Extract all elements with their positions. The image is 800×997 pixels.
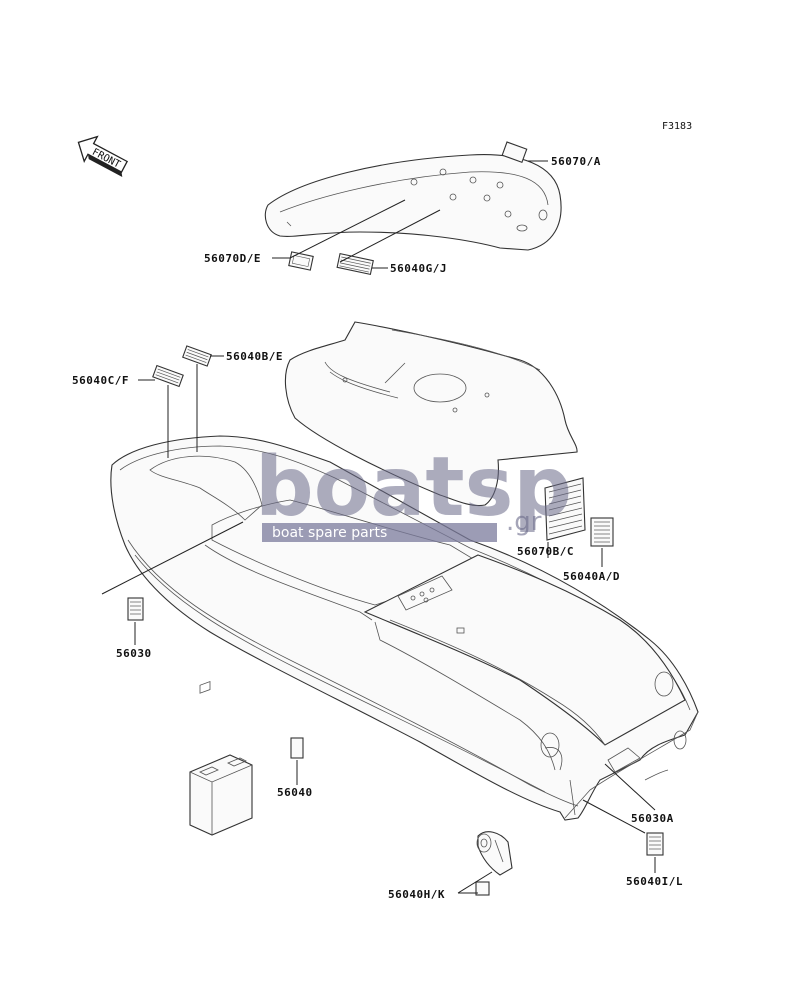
callout-56070a: 56070/A — [551, 155, 601, 168]
watermark-tagline-bar — [262, 523, 497, 542]
figure-code: F3183 — [662, 121, 692, 132]
decal-56030 — [127, 597, 144, 621]
decal-56040 — [290, 737, 304, 759]
watermark: boatsp .gr boat spare parts — [255, 440, 572, 542]
callout-56040gj: 56040G/J — [390, 262, 447, 275]
decal-56040hk — [475, 881, 490, 896]
grip-part — [476, 831, 513, 876]
front-storage-lid-part — [284, 321, 578, 507]
watermark-brand: boatsp — [255, 440, 572, 535]
decal-56040cf — [152, 364, 184, 388]
callout-56070bc: 56070B/C — [517, 545, 574, 558]
watermark-tagline: boat spare parts — [272, 525, 387, 541]
callout-56040: 56040 — [277, 786, 313, 799]
decal-56040gj — [336, 252, 374, 276]
hose-part — [644, 769, 669, 781]
watermark-tld: .gr — [506, 507, 542, 537]
decal-56040ad — [590, 517, 614, 547]
callout-56040ad: 56040A/D — [563, 570, 620, 583]
decal-56070bc — [544, 477, 586, 541]
callout-56040il: 56040I/L — [626, 875, 683, 888]
callout-56030a: 56030A — [631, 812, 674, 825]
callout-56040cf: 56040C/F — [72, 374, 129, 387]
decal-56070a — [501, 141, 528, 164]
decal-56070de — [288, 251, 314, 271]
front-arrow-icon: FRONT — [77, 135, 129, 178]
leader-lines — [101, 160, 656, 894]
callout-56070de: 56070D/E — [204, 252, 261, 265]
decal-56040be — [182, 345, 212, 367]
callout-56040hk: 56040H/K — [388, 888, 445, 901]
hull-part — [110, 435, 699, 821]
battery-part — [189, 681, 253, 836]
callout-56040be: 56040B/E — [226, 350, 283, 363]
hood-cover-part — [264, 154, 562, 251]
decal-56040il — [646, 832, 664, 856]
callout-56030: 56030 — [116, 647, 152, 660]
